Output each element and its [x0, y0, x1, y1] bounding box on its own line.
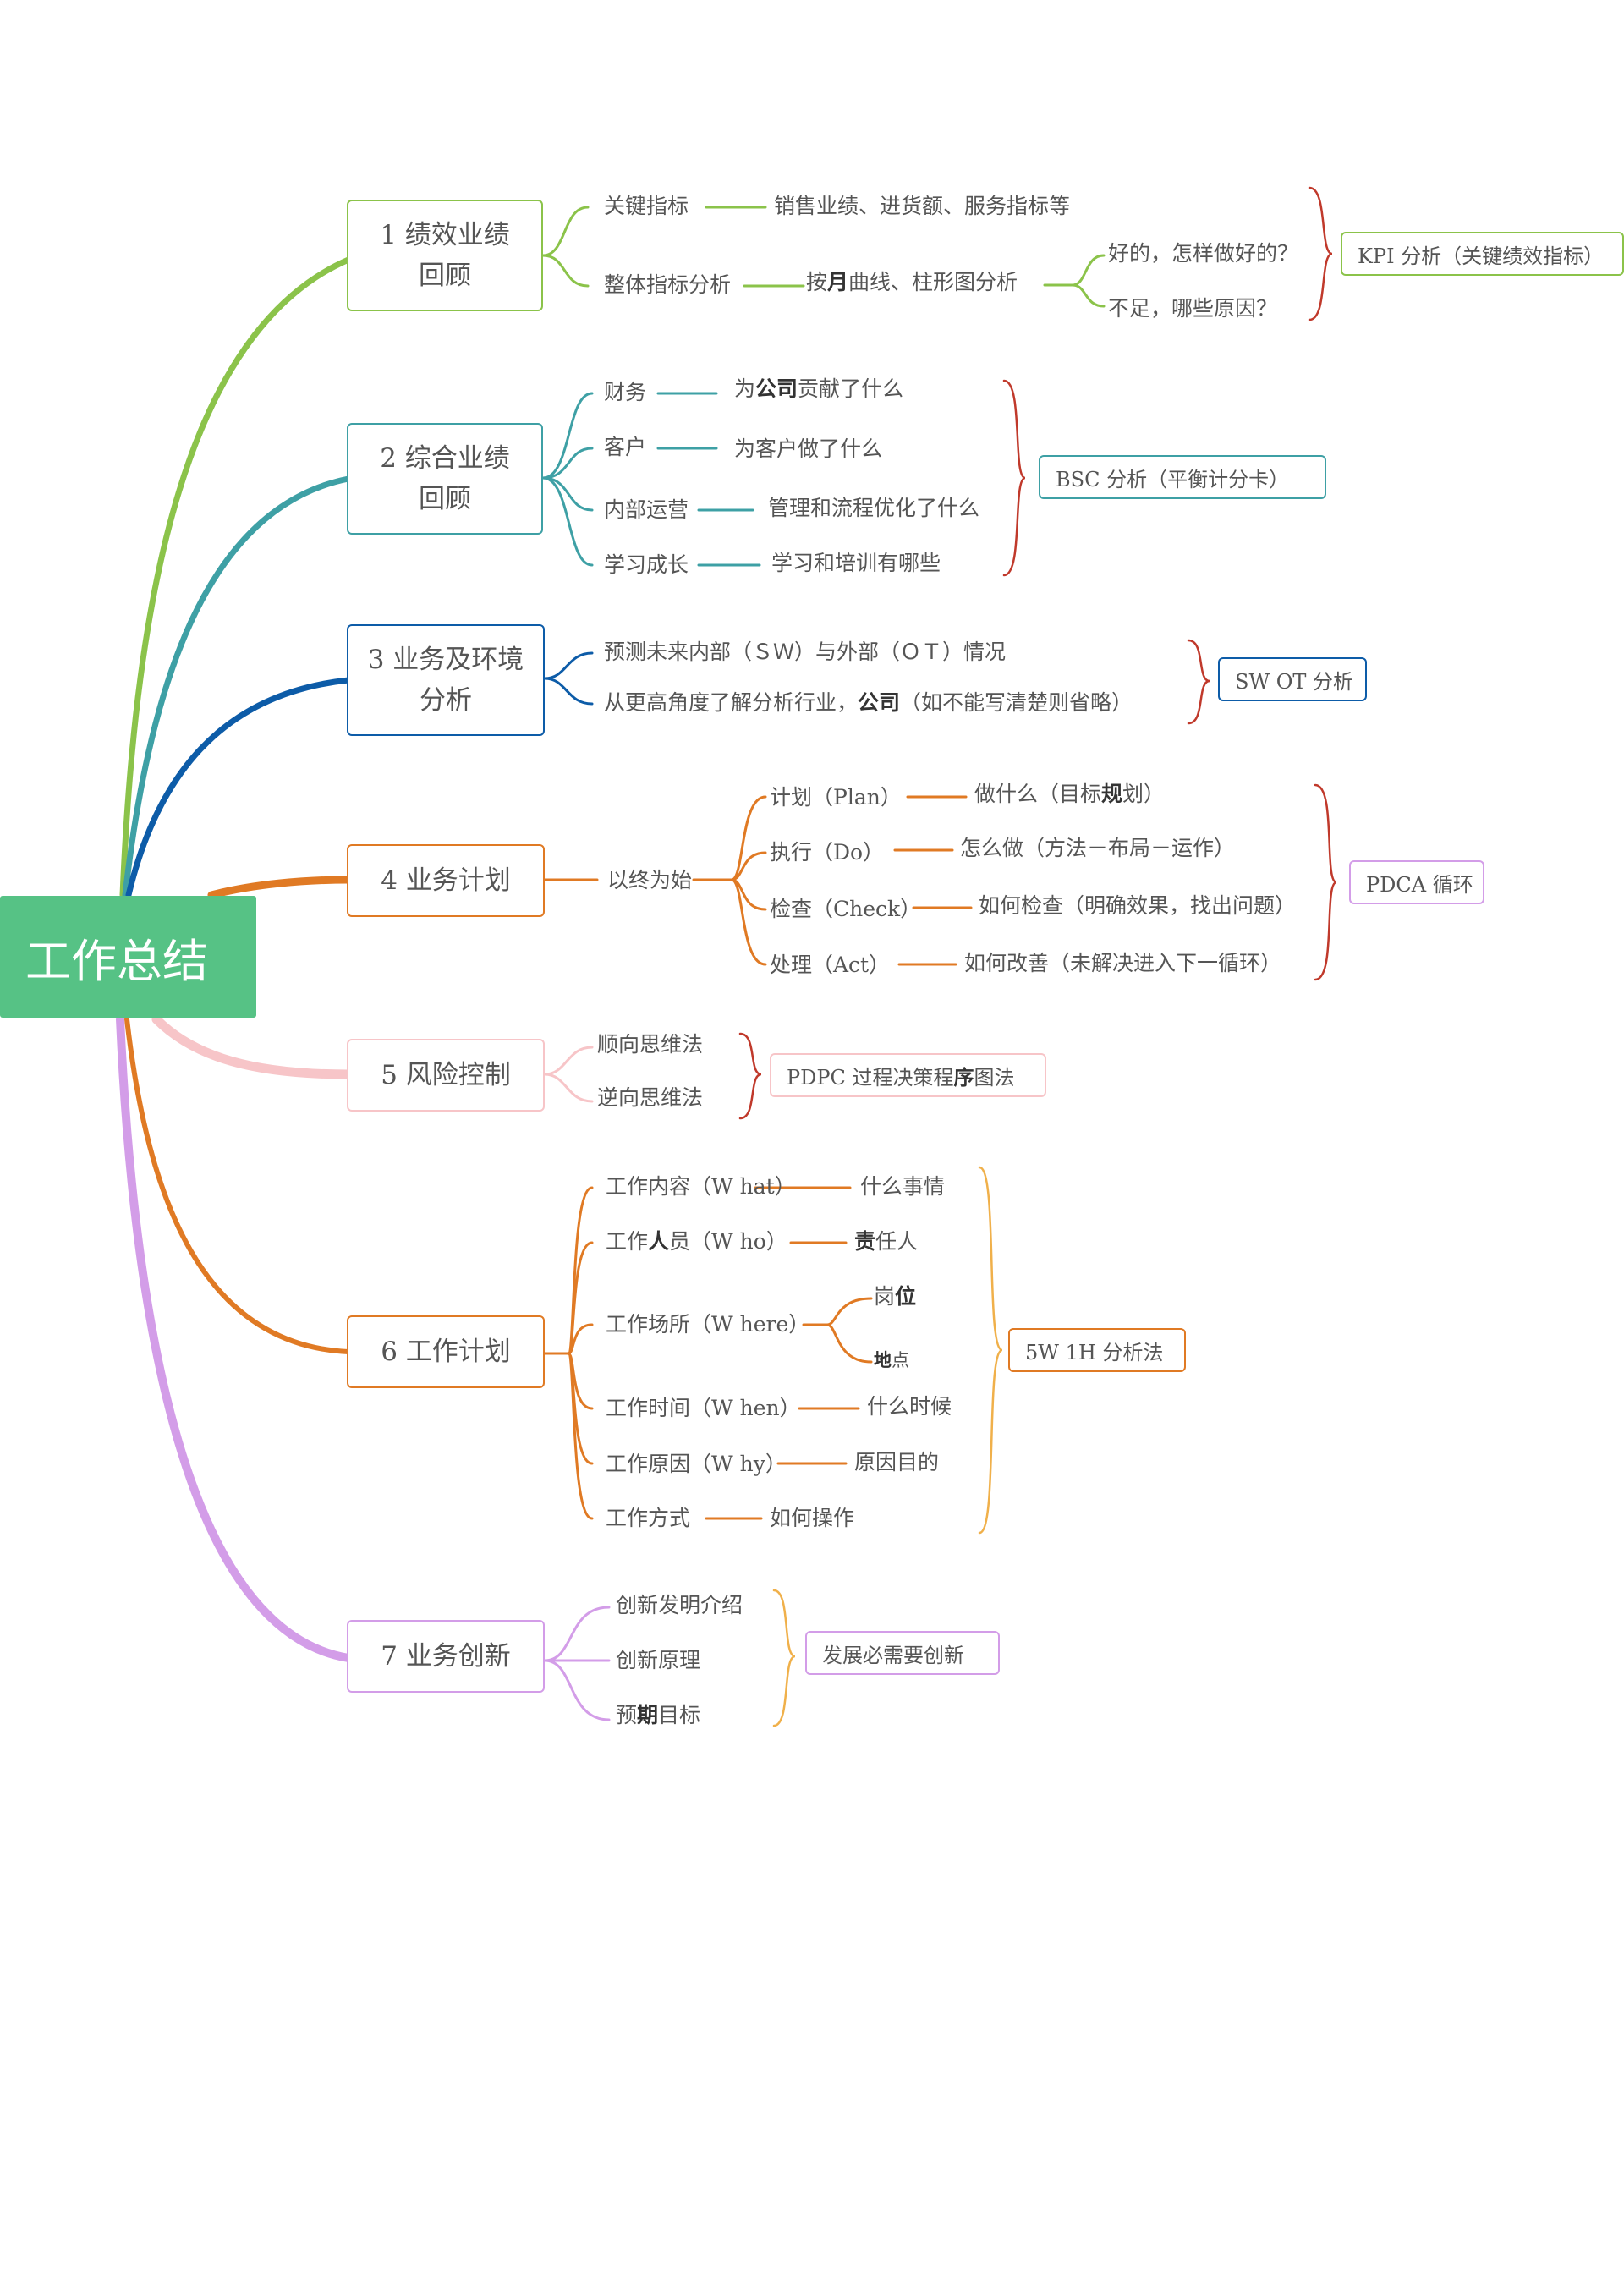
branch-1-title: 1 绩效业绩 [380, 219, 510, 250]
branch-4-title: 4 业务计划 [381, 865, 511, 896]
swot-tag[interactable]: SW OT 分析 [1218, 657, 1367, 701]
brace-b5 [738, 1032, 762, 1120]
branch-3-title-2: 分析 [419, 685, 472, 716]
connector-b5 [151, 1014, 354, 1079]
b4-do[interactable]: 执行（Do） [770, 840, 885, 865]
b2-customer-detail[interactable]: 为客户做了什么 [734, 436, 883, 461]
5w1h-tag[interactable]: 5W 1H 分析法 [1008, 1328, 1186, 1372]
branch-2-title-2: 回顾 [418, 484, 471, 514]
b2-customer[interactable]: 客户 [604, 435, 647, 459]
b7-expected-goal[interactable]: 预期目标 [616, 1703, 701, 1727]
b2-learning-detail[interactable]: 学习和培训有哪些 [771, 551, 941, 575]
b4-begin-with-end[interactable]: 以终为始 [607, 868, 693, 892]
bsc-tag[interactable]: BSC 分析（平衡计分卡） [1039, 455, 1326, 499]
pdpc-tag[interactable]: PDPC 过程决策程序图法 [770, 1053, 1046, 1097]
pdca-tag[interactable]: PDCA 循环 [1349, 860, 1484, 904]
b6-who[interactable]: 工作人员（W ho） [606, 1229, 787, 1254]
b1-key-metrics-detail[interactable]: 销售业绩、进货额、服务指标等 [774, 194, 1071, 218]
b1-key-metrics[interactable]: 关键指标 [604, 194, 689, 218]
b6-when[interactable]: 工作时间（W hen） [606, 1396, 801, 1420]
b2-learning[interactable]: 学习成长 [604, 552, 689, 577]
root-label: 工作总结 [25, 934, 208, 988]
b6-how-detail[interactable]: 如何操作 [770, 1506, 855, 1530]
brace-b1 [1308, 186, 1333, 321]
branch-1-node[interactable]: 1 绩效业绩回顾 [347, 200, 543, 311]
b6-how[interactable]: 工作方式 [606, 1506, 691, 1530]
b5-forward-thinking[interactable]: 顺向思维法 [597, 1032, 704, 1057]
b6-what[interactable]: 工作内容（W hat） [606, 1174, 796, 1199]
b7-invention-intro[interactable]: 创新发明介绍 [616, 1593, 743, 1617]
branch-6-node[interactable]: 6 工作计划 [347, 1315, 545, 1388]
b3-industry-view[interactable]: 从更高角度了解分析行业，公司（如不能写清楚则省略） [604, 690, 1133, 715]
connector-b3 [125, 677, 352, 898]
branch-2-title: 2 综合业绩 [380, 442, 510, 474]
b1-question-good[interactable]: 好的，怎样做好的？ [1108, 241, 1299, 266]
root-node[interactable]: 工作总结 [0, 896, 256, 1018]
brace-b3 [1187, 639, 1210, 725]
b1-question-bad[interactable]: 不足，哪些原因？ [1108, 296, 1278, 321]
b6-why-detail[interactable]: 原因目的 [854, 1450, 940, 1474]
b3-forecast[interactable]: 预测未来内部（ＳＷ）与外部（ＯＴ）情况 [604, 640, 1007, 664]
brace-b2 [1002, 379, 1026, 577]
connector-b7 [116, 1015, 353, 1662]
b6-why[interactable]: 工作原因（W hy） [606, 1452, 787, 1476]
brace-b6 [978, 1166, 1003, 1535]
b6-where[interactable]: 工作场所（W here） [606, 1312, 810, 1337]
kpi-tag[interactable]: KPI 分析（关键绩效指标） [1341, 232, 1624, 276]
branch-5-title: 5 风险控制 [381, 1059, 511, 1090]
branch-3-title: 3 业务及环境 [367, 644, 524, 675]
innovation-tag[interactable]: 发展必需要创新 [805, 1631, 1000, 1675]
branch-6-title: 6 工作计划 [381, 1336, 511, 1367]
b1-overall-analysis[interactable]: 整体指标分析 [604, 272, 732, 297]
branch-2-node[interactable]: 2 综合业绩回顾 [347, 423, 543, 535]
b6-what-detail[interactable]: 什么事情 [860, 1174, 946, 1199]
b6-when-detail[interactable]: 什么时候 [867, 1394, 952, 1419]
branch-7-title: 7 业务创新 [381, 1640, 511, 1672]
b2-internal-ops[interactable]: 内部运营 [604, 497, 689, 522]
b4-act[interactable]: 处理（Act） [770, 953, 891, 977]
b7-principle[interactable]: 创新原理 [616, 1648, 701, 1672]
brace-b4 [1314, 783, 1337, 981]
branch-7-node[interactable]: 7 业务创新 [347, 1620, 545, 1693]
b2-internal-ops-detail[interactable]: 管理和流程优化了什么 [768, 496, 980, 520]
b5-reverse-thinking[interactable]: 逆向思维法 [597, 1085, 704, 1110]
branch-5-node[interactable]: 5 风险控制 [347, 1039, 545, 1112]
branch-3-node[interactable]: 3 业务及环境分析 [347, 624, 545, 736]
connector-b2 [122, 475, 352, 898]
b1-overall-analysis-detail[interactable]: 按月曲线、柱形图分析 [806, 270, 1018, 294]
b6-where-post[interactable]: 岗位 [874, 1284, 917, 1309]
connector-b4 [207, 876, 353, 899]
connector-b6 [124, 1017, 351, 1354]
b4-plan-detail[interactable]: 做什么（目标规划） [974, 782, 1166, 806]
branch-4-node[interactable]: 4 业务计划 [347, 844, 545, 917]
b6-where-location[interactable]: 地点 [874, 1349, 909, 1370]
b4-check[interactable]: 检查（Check） [770, 897, 922, 921]
b2-finance-detail[interactable]: 为公司贡献了什么 [734, 376, 904, 401]
b4-act-detail[interactable]: 如何改善（未解决进入下一循环） [964, 951, 1282, 975]
b2-finance[interactable]: 财务 [604, 380, 647, 404]
b6-who-detail[interactable]: 责任人 [854, 1229, 919, 1254]
b4-do-detail[interactable]: 怎么做（方法－布局－运作） [960, 836, 1236, 860]
b4-check-detail[interactable]: 如何检查（明确效果，找出问题） [979, 893, 1297, 918]
brace-b7 [772, 1589, 796, 1727]
b4-plan[interactable]: 计划（Plan） [770, 785, 902, 810]
branch-1-title-2: 回顾 [418, 261, 471, 291]
connector-b1 [119, 256, 352, 898]
